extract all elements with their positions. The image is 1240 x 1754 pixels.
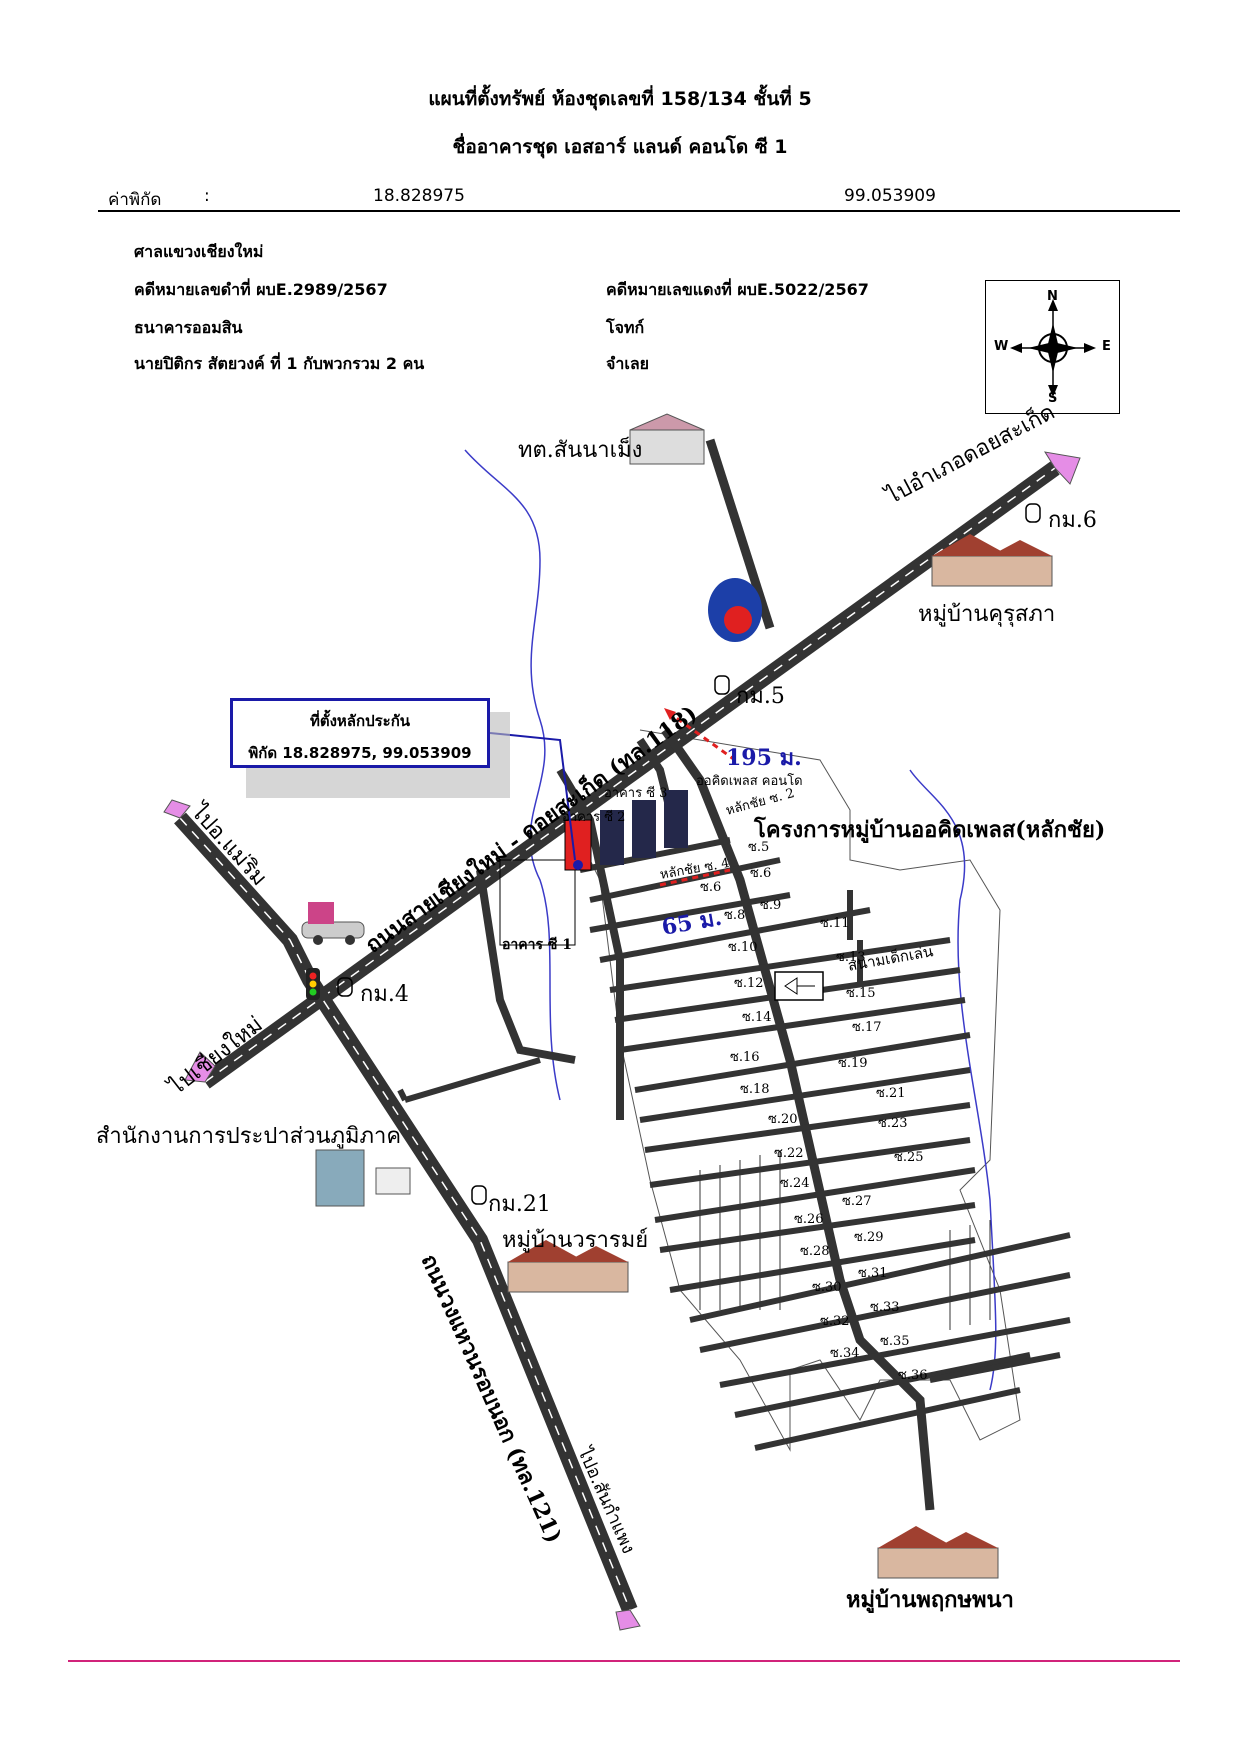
soi-label: ซ.17 <box>852 1020 882 1035</box>
black-case: คดีหมายเลขดำที่ ผบE.2989/2567 <box>134 280 388 299</box>
soi-label: ซ.31 <box>858 1266 888 1281</box>
arrow-doi-saket-icon <box>1043 451 1081 485</box>
label-bldg-c2: อาคาร ซี 2 <box>562 810 626 825</box>
coord-lat: 18.828975 <box>373 186 465 206</box>
river-east <box>909 769 997 1391</box>
building-c3 <box>632 800 656 858</box>
soi-label: ซ.21 <box>876 1086 906 1101</box>
plaintiff: ธนาคารออมสิน <box>134 318 243 337</box>
km4-post-icon <box>337 977 353 997</box>
soi-label: ซ.5 <box>748 840 770 855</box>
soi-label: ซ.12 <box>734 976 764 991</box>
label-vill-kurusapha: หมู่บ้านคุรุสภา <box>918 602 1056 627</box>
red-case: คดีหมายเลขแดงที่ ผบE.5022/2567 <box>606 280 869 299</box>
soi-label: ซ.22 <box>774 1146 804 1161</box>
label-km5: กม.5 <box>736 684 785 709</box>
soi-label: ซ.25 <box>894 1150 924 1165</box>
label-project: โครงการหมู่บ้านออคิดเพลส(หลักชัย) <box>754 817 1106 843</box>
soi-label: ซ.34 <box>830 1346 860 1361</box>
plaintiff-role: โจทก์ <box>606 318 645 337</box>
soi-label: ซ.13 <box>836 950 866 965</box>
label-bldg-c3: อาคาร ซี 3 <box>604 786 668 801</box>
soi-label: ซ.23 <box>878 1116 908 1131</box>
car-icon <box>301 902 365 945</box>
soi-lines <box>579 837 1071 1451</box>
label-dist-195: 195 ม. <box>726 745 802 771</box>
page-title: แผนที่ตั้งทรัพย์ ห้องชุดเลขที่ 158/134 ช… <box>428 88 812 110</box>
distance-65-marker <box>659 868 731 887</box>
soi-label: ซ.35 <box>880 1334 910 1349</box>
soi-label: ซ.27 <box>842 1194 872 1209</box>
soi-label: ซ.28 <box>800 1244 830 1259</box>
house-icon <box>931 534 1053 587</box>
house-icon <box>877 1526 999 1579</box>
compass-icon <box>1010 299 1096 397</box>
soi-label: ซ.6 <box>700 880 722 895</box>
building-orchid <box>664 790 688 848</box>
km6-post-icon <box>1025 503 1041 523</box>
soi-label: ซ.32 <box>820 1314 850 1329</box>
coord-lon: 99.053909 <box>844 186 936 206</box>
compass-n: N <box>1047 289 1058 304</box>
arrow-chiang-mai-icon <box>184 1051 216 1083</box>
compass-e: E <box>1102 339 1111 354</box>
river <box>464 449 561 1101</box>
soi-label: ซ.9 <box>760 898 782 913</box>
soi-label: ซ.30 <box>812 1280 842 1295</box>
label-km6: กม.6 <box>1048 508 1097 533</box>
soi-label: ซ.15 <box>846 986 876 1001</box>
compass-s: S <box>1048 391 1058 406</box>
coord-label: ค่าพิกัด <box>108 190 162 210</box>
grid-area <box>699 1150 991 1330</box>
soi-label: ซ.36 <box>898 1368 928 1383</box>
coord-sep: : <box>204 186 210 206</box>
distance-195-marker <box>667 710 736 762</box>
soi-label: ซ.19 <box>838 1056 868 1071</box>
soi-label: ซ.29 <box>854 1230 884 1245</box>
defendant: นายปิติกร สัตยวงค์ ที่ 1 กับพวกรวม 2 คน <box>134 354 425 373</box>
soi-label: ซ.26 <box>794 1212 824 1227</box>
label-municipality: ทต.สันนาเม็ง <box>518 438 643 463</box>
building-c2 <box>600 810 624 865</box>
municipality-building-icon <box>629 429 705 465</box>
house-icon <box>507 1240 629 1293</box>
collateral-location-box: ที่ตั้งหลักประกัน พิกัด 18.828975, 99.05… <box>230 698 490 768</box>
soi-label: ซ.14 <box>742 1010 772 1025</box>
office-building-icon <box>315 1149 411 1207</box>
soi-label: ซ.16 <box>730 1050 760 1065</box>
soi-label: ซ.11 <box>820 916 850 931</box>
label-bldg-c1: อาคาร ซี 1 <box>502 937 573 953</box>
soi-label: ซ.18 <box>740 1082 770 1097</box>
soi-label: ซ.24 <box>780 1176 810 1191</box>
location-box-title: ที่ตั้งหลักประกัน <box>309 712 411 730</box>
arrow-mae-rim-icon <box>163 799 191 819</box>
label-orchid-condo: ออคิดเพลส คอนโด <box>696 774 803 789</box>
page-subtitle: ชื่ออาคารชุด เอสอาร์ แลนด์ คอนโด ซี 1 <box>452 136 788 158</box>
arrow-san-kamphaeng-icon <box>615 1609 641 1631</box>
coord-divider <box>98 210 1180 212</box>
defendant-role: จำเลย <box>606 354 650 373</box>
soi-label: ซ.20 <box>768 1112 798 1127</box>
km21-post-icon <box>471 1185 487 1205</box>
soi-label: ซ.10 <box>728 940 758 955</box>
label-km4: กม.4 <box>360 982 409 1007</box>
label-vill-waraom: หมู่บ้านวรารมย์ <box>502 1228 649 1253</box>
soi-label: ซ.8 <box>724 908 746 923</box>
bottom-divider <box>68 1660 1180 1662</box>
compass-rose: N S E W <box>985 280 1120 414</box>
label-vill-phruksa: หมู่บ้านพฤกษพนา <box>846 1587 1014 1613</box>
compass-w: W <box>994 339 1009 354</box>
label-pwa: สำนักงานการประปาส่วนภูมิภาค <box>96 1124 402 1149</box>
label-km21: กม.21 <box>488 1192 551 1217</box>
soi-label: ซ.6 <box>750 866 772 881</box>
court: ศาลแขวงเชียงใหม่ <box>134 242 264 261</box>
soi-label: ซ.33 <box>870 1300 900 1315</box>
km5-post-icon <box>714 675 730 695</box>
location-box-coords: พิกัด 18.828975, 99.053909 <box>248 744 472 762</box>
